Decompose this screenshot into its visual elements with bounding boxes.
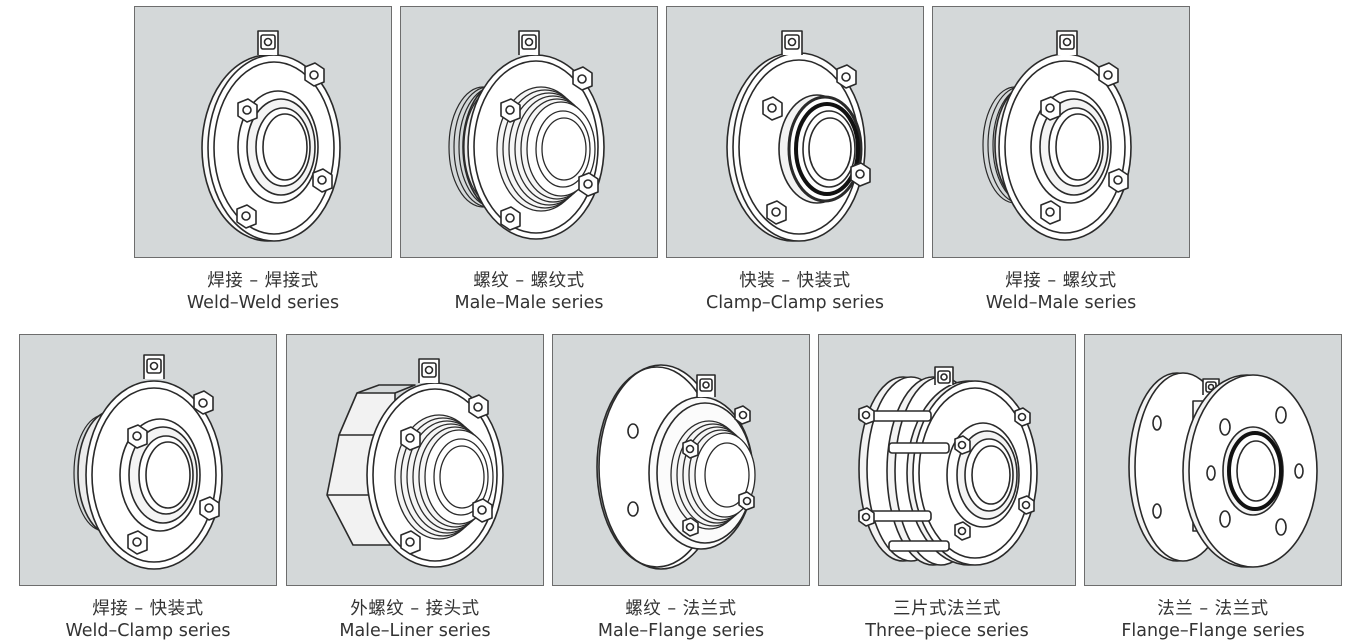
product-name-en: Weld–Clamp series [65,621,231,641]
flange-flange-valve-illustration [1128,372,1318,568]
weld-clamp-valve-illustration [73,354,223,570]
product-image-male-flange[interactable] [552,334,810,586]
product-name-en: Flange–Flange series [1121,621,1305,641]
product-name-en: Weld–Weld series [186,293,340,313]
product-name-zh: 三片式法兰式 [893,599,1001,619]
product-image-three-piece[interactable] [818,334,1076,586]
three-piece-valve-illustration [858,366,1038,566]
product-name-en: Male–Male series [454,293,604,313]
product-name-en: Male–Liner series [339,621,491,641]
clamp-clamp-valve-illustration [726,30,871,242]
product-name-zh: 快装 – 快装式 [739,271,851,291]
product-image-male-liner[interactable] [286,334,544,586]
product-card-weld-weld[interactable]: 焊接 – 焊接式 Weld–Weld series [134,6,392,314]
product-image-male-male[interactable] [400,6,658,258]
product-image-flange-flange[interactable] [1084,334,1342,586]
product-name-en: Male–Flange series [597,621,765,641]
product-name-zh: 焊接 – 螺纹式 [1005,271,1117,291]
product-name-zh: 螺纹 – 法兰式 [625,599,737,619]
product-card-male-male[interactable]: 螺纹 – 螺纹式 Male–Male series [400,6,658,314]
weld-weld-valve-illustration [201,30,341,242]
product-card-weld-clamp[interactable]: 焊接 – 快装式 Weld–Clamp series [19,334,277,642]
product-name-zh: 法兰 – 法兰式 [1157,599,1269,619]
product-name-en: Three–piece series [865,621,1029,641]
product-image-weld-male[interactable] [932,6,1190,258]
product-name-zh: 螺纹 – 螺纹式 [473,271,585,291]
product-card-male-liner[interactable]: 外螺纹 – 接头式 Male–Liner series [286,334,544,642]
product-name-zh: 焊接 – 快装式 [92,599,204,619]
product-card-male-flange[interactable]: 螺纹 – 法兰式 Male–Flange series [552,334,810,642]
male-flange-valve-illustration [596,364,756,570]
product-name-zh: 外螺纹 – 接头式 [350,599,480,619]
male-liner-valve-illustration [326,358,504,568]
product-name-en: Clamp–Clamp series [705,293,885,313]
product-image-clamp-clamp[interactable] [666,6,924,258]
product-card-flange-flange[interactable]: 法兰 – 法兰式 Flange–Flange series [1084,334,1342,642]
weld-male-valve-illustration [982,30,1132,241]
product-image-weld-clamp[interactable] [19,334,277,586]
product-name-en: Weld–Male series [985,293,1137,313]
product-card-clamp-clamp[interactable]: 快装 – 快装式 Clamp–Clamp series [666,6,924,314]
product-image-weld-weld[interactable] [134,6,392,258]
product-name-zh: 焊接 – 焊接式 [207,271,319,291]
male-male-valve-illustration [448,30,605,240]
product-card-weld-male[interactable]: 焊接 – 螺纹式 Weld–Male series [932,6,1190,314]
product-card-three-piece[interactable]: 三片式法兰式 Three–piece series [818,334,1076,642]
